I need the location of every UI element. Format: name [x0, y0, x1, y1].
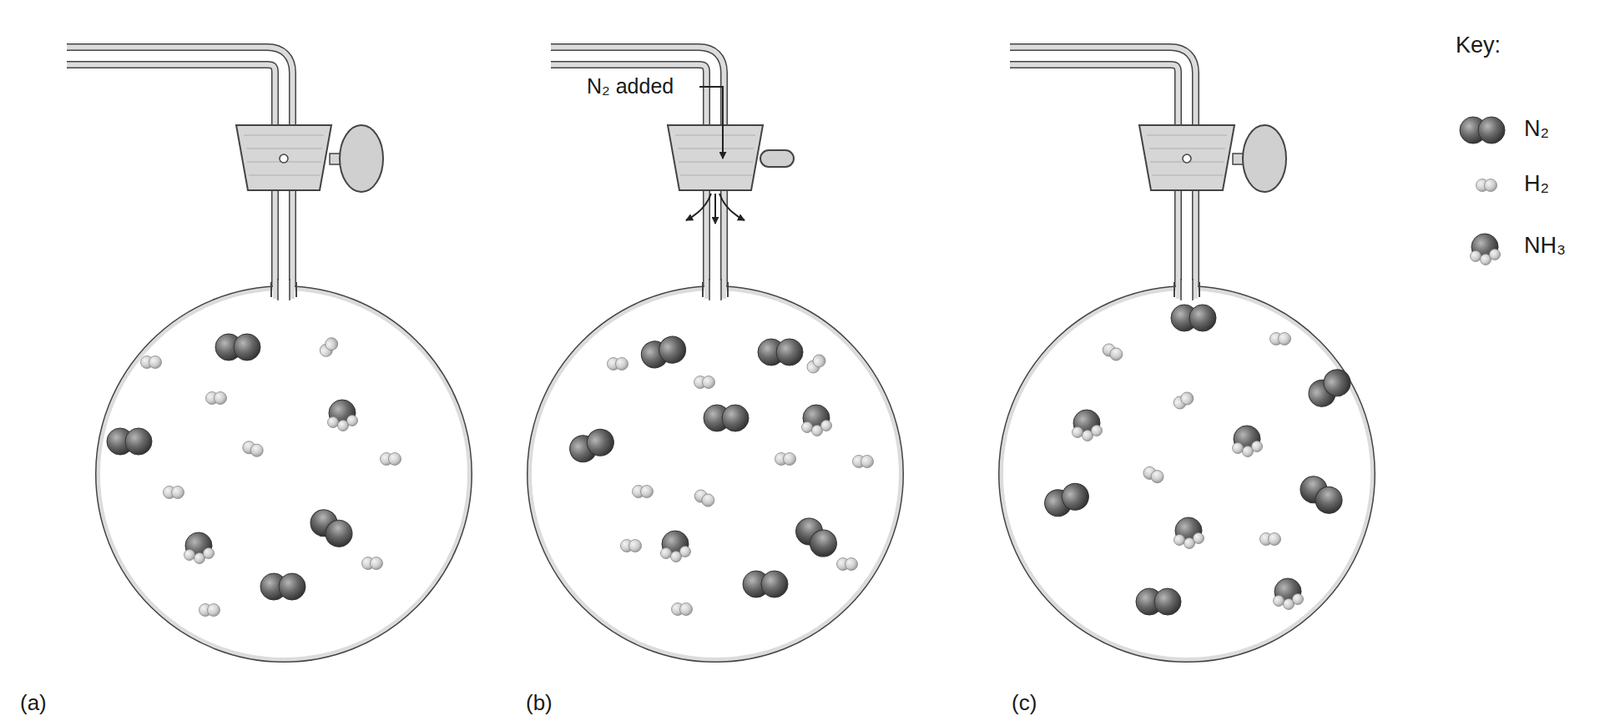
panel-label: (a) — [20, 691, 47, 716]
molecules-c — [1040, 304, 1356, 616]
key-heading: Key: — [1455, 33, 1501, 59]
molecules-a — [106, 333, 402, 617]
flask-c — [1003, 55, 1371, 658]
molecules-b — [565, 333, 874, 616]
key-samples — [1459, 116, 1505, 266]
legend-text: NH₃ — [1524, 233, 1566, 259]
addition-label: N₂ added — [586, 75, 674, 99]
flask-a — [66, 55, 468, 658]
legend-text: N₂ — [1524, 116, 1550, 142]
panel-label: (c) — [1011, 691, 1037, 716]
legend-text: H₂ — [1524, 171, 1550, 197]
flask-b — [531, 55, 899, 658]
addition-arrows — [686, 86, 745, 224]
panel-label: (b) — [525, 691, 553, 716]
